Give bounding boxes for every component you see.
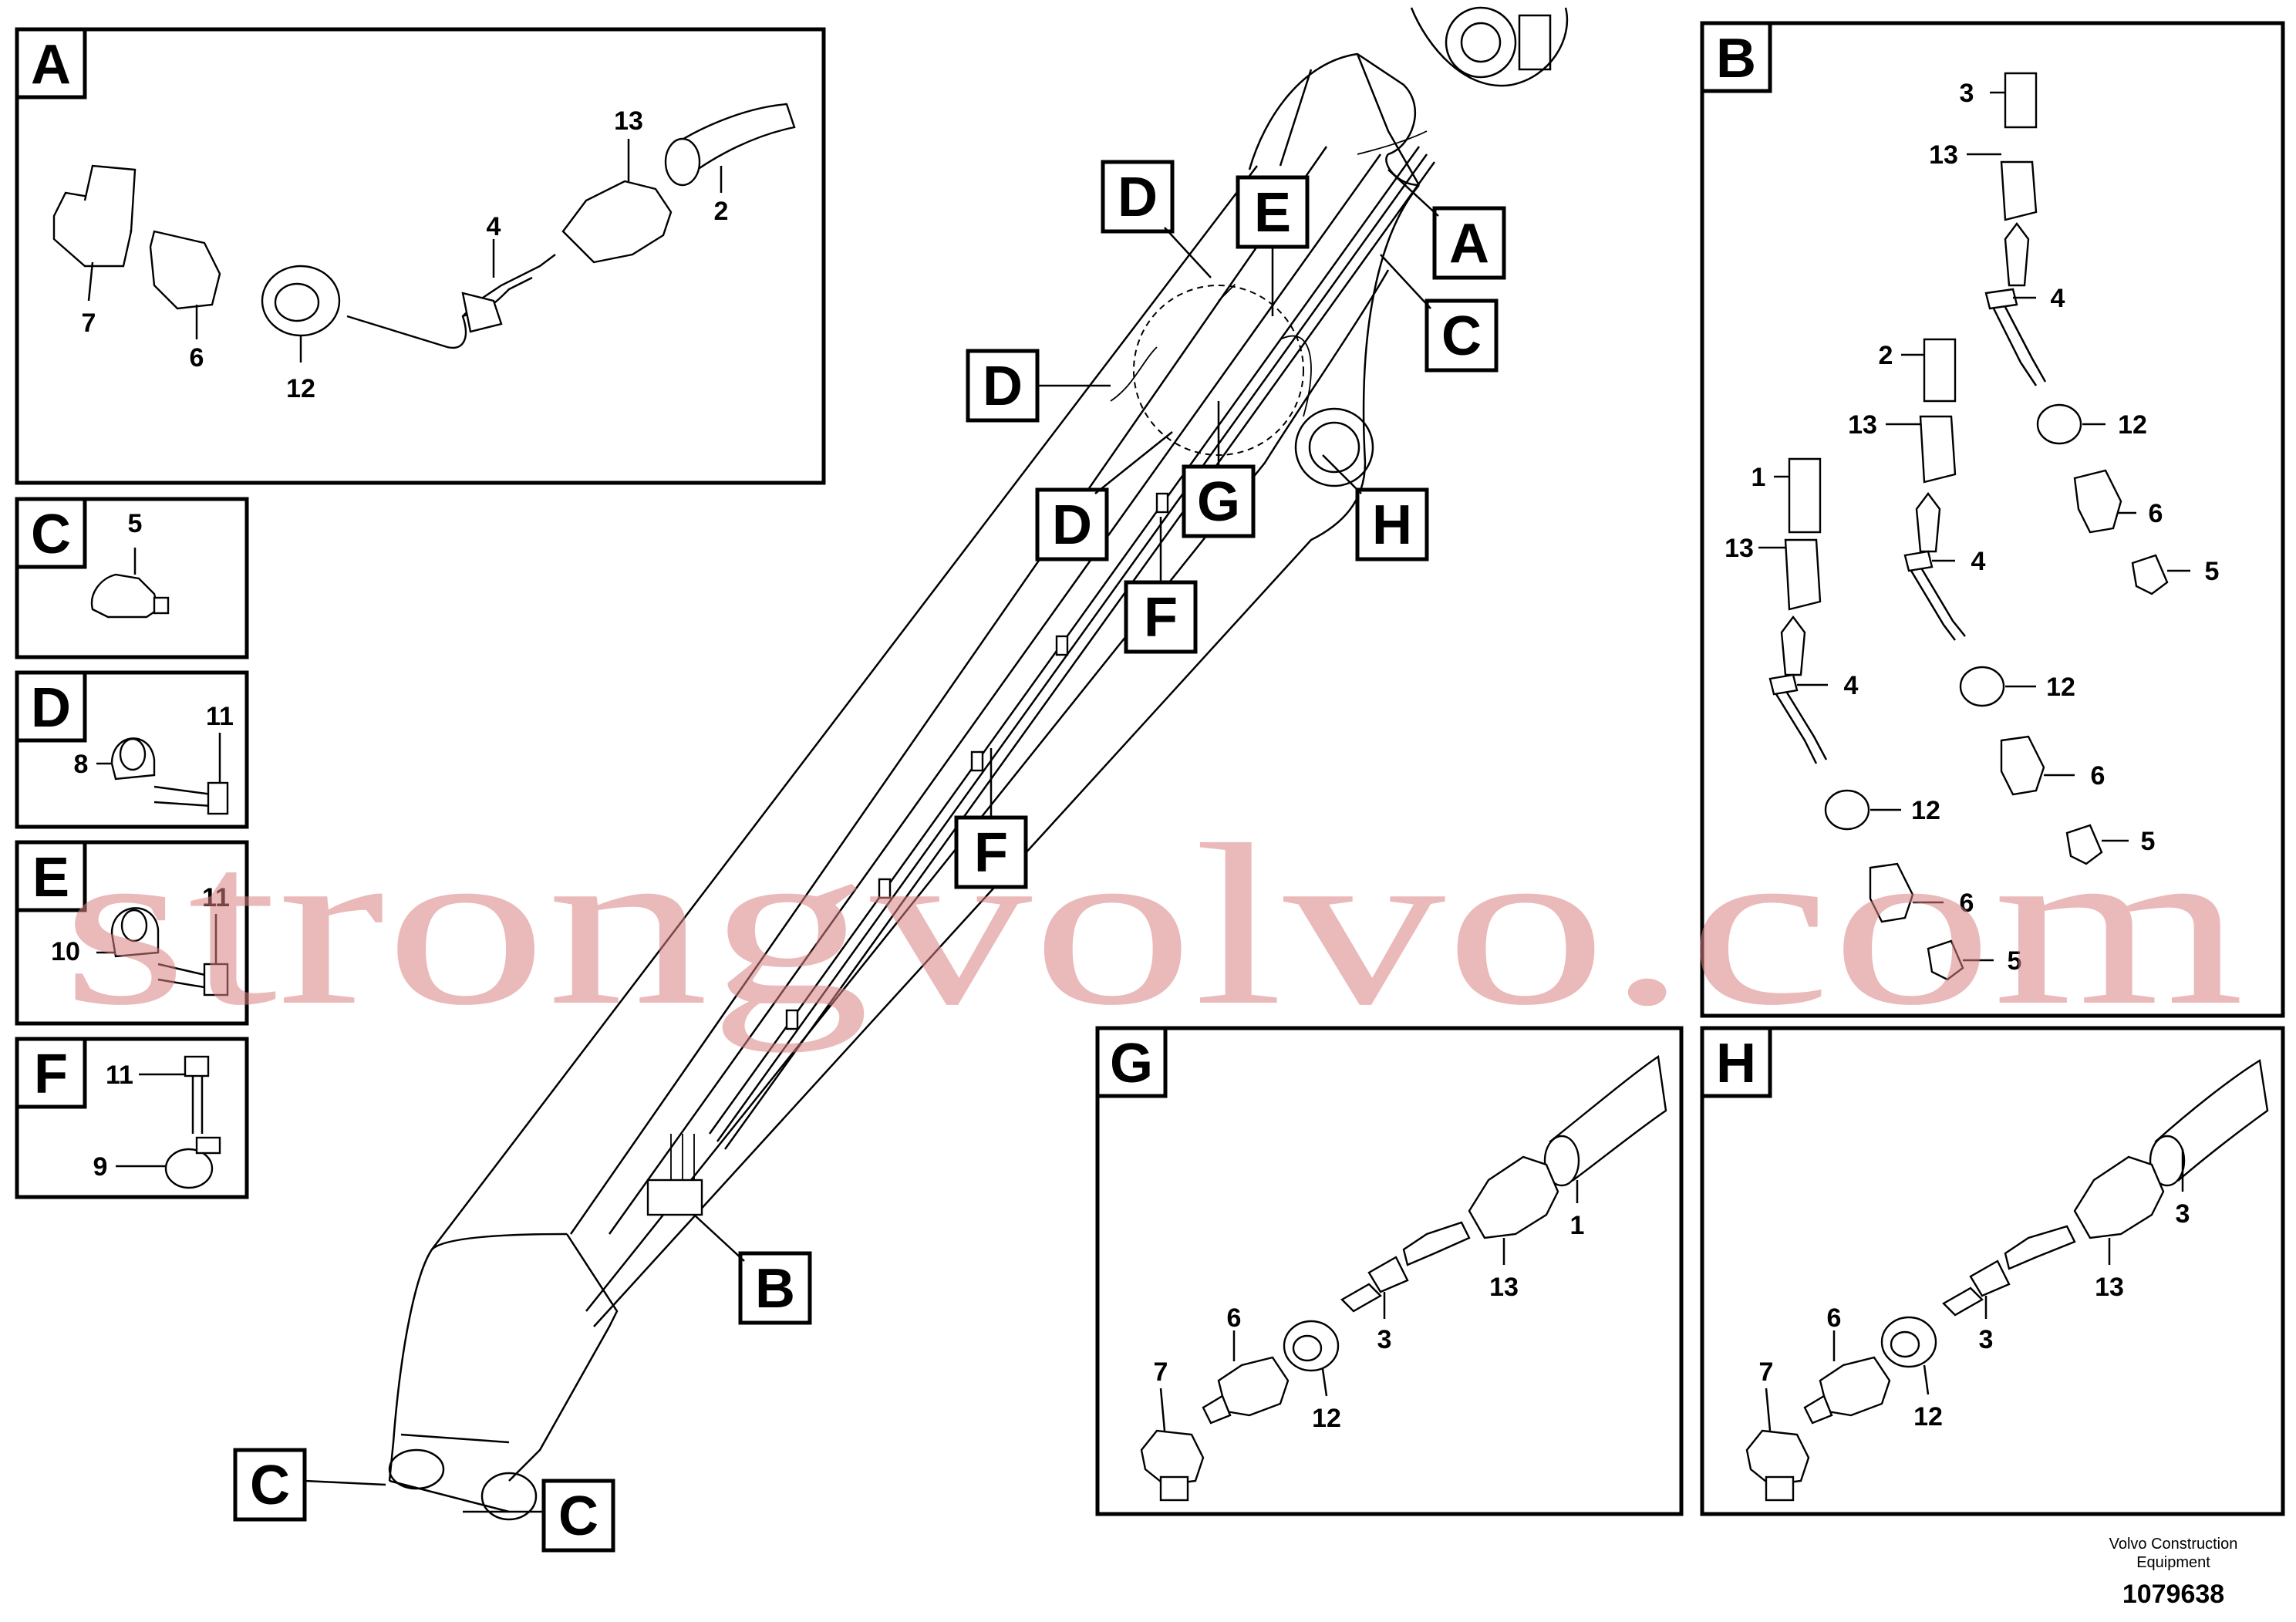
detail-b-part-4-c: 4 [1844,671,1859,700]
callout-c-boom-label: C [1441,305,1482,367]
callout-c-bottom-right: C [463,1479,615,1553]
detail-b-letter: B [1716,28,1756,89]
callout-d-label: D [1118,167,1158,228]
callout-e-label: E [1254,182,1291,244]
detail-d-letter: D [31,677,71,739]
detail-e: E 10 11 [15,840,249,1026]
detail-c-letter: C [31,504,71,565]
detail-b-part-12-c: 12 [1911,796,1940,825]
callout-d-top: D [1101,160,1212,278]
detail-b-part-12-a: 12 [2118,410,2147,440]
callout-c-boom: C [1380,254,1499,373]
detail-h-part-7: 7 [1759,1357,1774,1387]
detail-g-part-3: 3 [1377,1325,1392,1354]
detail-f-part-9: 9 [93,1152,108,1182]
callout-b-boom: B [693,1214,812,1325]
callout-c-bottom-right-label: C [558,1485,598,1547]
detail-f-part-11: 11 [106,1061,133,1090]
detail-h-part-13: 13 [2095,1273,2124,1302]
callout-d-left: D [966,349,1111,423]
callout-a-boom: A [1387,169,1506,280]
detail-g-letter: G [1110,1033,1153,1094]
detail-c: C 5 [15,497,249,659]
boom-callouts: D E A C D D G [233,160,1506,1553]
detail-f: F 11 9 [15,1037,249,1199]
detail-b-part-2: 2 [1879,341,1893,370]
detail-g: G 1 13 3 12 6 7 [1095,1026,1684,1516]
footer-brand-line2: Equipment [2136,1554,2210,1571]
detail-a-part-13: 13 [614,106,643,136]
detail-a-part-2: 2 [714,197,729,226]
callout-d-left-label: D [983,356,1023,417]
detail-g-part-1: 1 [1570,1211,1585,1240]
detail-b-part-6-a: 6 [2149,499,2163,528]
callout-f-upper: F [1124,517,1198,654]
callout-f-lower: F [954,748,1028,889]
detail-g-part-6: 6 [1227,1303,1242,1333]
detail-b-part-5-c: 5 [2008,946,2022,976]
callout-g-boom-label: G [1197,471,1240,533]
callout-b-boom-label: B [755,1258,795,1320]
detail-b-part-4-a: 4 [2051,284,2065,313]
callout-f-upper-label: F [1144,587,1178,649]
callout-d-mid-label: D [1052,494,1092,556]
detail-b-part-3-a: 3 [1960,79,1974,108]
watermark-text: strongvolvo.com [62,797,2244,1054]
detail-b-part-6-c: 6 [1960,889,1974,918]
callout-a-boom-label: A [1449,213,1489,275]
callout-h-boom: H [1322,454,1429,561]
detail-d-part-11: 11 [206,702,234,731]
detail-b-part-6-b: 6 [2091,761,2106,791]
detail-e-part-10: 10 [51,937,80,966]
detail-g-part-7: 7 [1154,1357,1168,1387]
callout-h-boom-label: H [1372,494,1412,556]
detail-a-part-12: 12 [286,374,315,403]
detail-h: H 3 13 3 12 6 7 [1700,1026,2285,1516]
detail-b-part-13-a: 13 [1929,140,1958,170]
callout-g-boom: G [1182,401,1256,538]
footer-drawing-number: 1079638 [2122,1580,2224,1609]
footer: Volvo Construction Equipment 1079638 [2109,1536,2238,1609]
detail-g-part-12: 12 [1312,1404,1341,1433]
detail-f-letter: F [34,1044,68,1105]
detail-h-part-3-top: 3 [2176,1199,2190,1229]
detail-a-part-6: 6 [190,343,204,373]
detail-a-part-7: 7 [82,309,96,338]
callout-f-lower-label: F [974,822,1008,884]
detail-h-part-12: 12 [1913,1402,1943,1431]
detail-d: D 8 11 [15,670,249,829]
detail-e-letter: E [32,847,69,909]
footer-brand-line1: Volvo Construction [2109,1536,2238,1553]
callout-d-mid: D [1035,431,1173,561]
detail-h-letter: H [1716,1033,1756,1094]
detail-b-part-5-a: 5 [2205,557,2220,586]
detail-b-part-1: 1 [1752,463,1766,492]
detail-b-part-13-b: 13 [1848,410,1877,440]
detail-e-part-11: 11 [202,883,230,912]
detail-g-part-13: 13 [1489,1273,1519,1302]
detail-b-part-13-c: 13 [1725,534,1754,563]
detail-d-part-8: 8 [74,750,89,779]
callout-c-bottom-left-label: C [250,1455,290,1516]
detail-b: B 3 13 4 12 6 5 2 13 [1700,21,2285,1018]
callout-c-bottom-left: C [233,1448,386,1522]
detail-h-part-3: 3 [1979,1325,1994,1354]
detail-h-part-6: 6 [1827,1303,1842,1333]
detail-b-part-12-b: 12 [2046,673,2075,702]
detail-c-part-5: 5 [128,509,143,538]
detail-b-part-4-b: 4 [1971,547,1986,576]
detail-b-part-5-b: 5 [2141,827,2156,856]
detail-a-letter: A [31,34,71,96]
callout-e: E [1236,175,1310,316]
detail-a: A 7 6 12 4 13 2 [15,27,826,485]
detail-a-part-4: 4 [487,212,501,241]
